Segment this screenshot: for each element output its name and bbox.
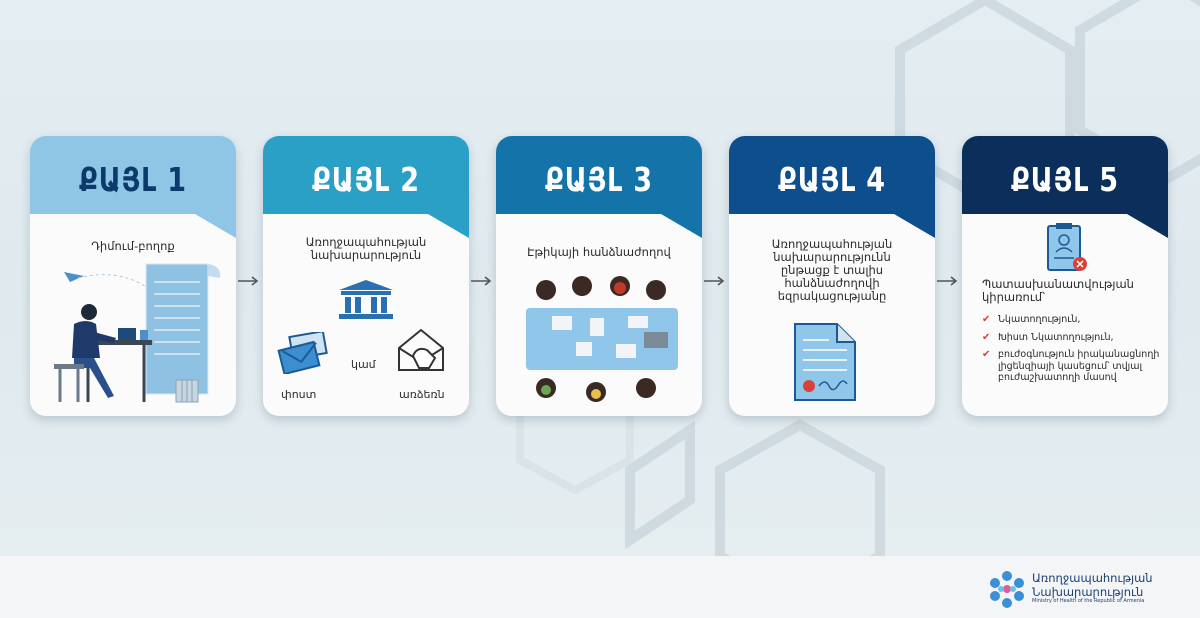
step-card-header: ՔԱՅԼ 5 xyxy=(962,136,1168,248)
ministry-building-icon xyxy=(339,280,393,319)
step-description: Էթիկայի հանձնաժողով xyxy=(527,245,671,259)
step-card-header: ՔԱՅԼ 2 xyxy=(263,136,469,248)
step-card-3: ՔԱՅԼ 3 Էթիկայի հանձնաժողով xyxy=(496,136,702,416)
step-description: Դիմում-բողոք xyxy=(91,239,175,253)
list-item: ✔բուժօգնություն իրականացնողի լիցենզիայի … xyxy=(982,349,1160,383)
check-icon: ✔ xyxy=(982,314,991,325)
signed-document-icon xyxy=(794,323,856,401)
step-card-5: ՔԱՅԼ 5 Պատասխանատվության կիրառում՝ ✔Նկատ… xyxy=(962,136,1168,416)
step-title: ՔԱՅԼ 1 xyxy=(79,160,187,199)
flow-arrow-3 xyxy=(704,276,725,286)
step-description: Առողջապահության նախարարությունն ընթացք է… xyxy=(771,237,893,303)
flow-arrow-4 xyxy=(937,276,958,286)
or-label: կամ xyxy=(351,358,376,371)
sanctions-list: ✔Նկատողություն, ✔Խիստ Նկատողություն, ✔բո… xyxy=(982,314,1162,390)
flow-arrow-1 xyxy=(238,276,259,286)
post-label: փոստ xyxy=(281,388,317,401)
list-item: ✔Նկատողություն, xyxy=(982,314,1081,325)
check-icon: ✔ xyxy=(982,331,991,343)
hand-delivery-icon xyxy=(398,328,444,371)
person-writing-illustration xyxy=(54,263,221,403)
step-card-4: ՔԱՅԼ 4 Առողջապահության նախարարությունն ը… xyxy=(729,136,935,416)
step-card-header: ՔԱՅԼ 4 xyxy=(729,136,935,248)
in-person-label: առձեռն xyxy=(399,388,445,401)
ministry-logo-icon xyxy=(990,571,1024,608)
check-icon: ✔ xyxy=(982,349,991,360)
step-title: ՔԱՅԼ 4 xyxy=(778,160,886,199)
step-description: Առողջապահության նախարարություն xyxy=(305,235,427,262)
step-title: ՔԱՅԼ 3 xyxy=(545,160,653,199)
ministry-subtitle: Ministry of Health of the Republic of Ar… xyxy=(1032,598,1145,604)
ministry-logo: Առողջապահության Նախարարություն Ministry … xyxy=(986,568,1186,610)
list-item: ✔Խիստ Նկատողություն, xyxy=(982,331,1114,343)
step-card-header: ՔԱՅԼ 1 xyxy=(30,136,236,248)
step-card-1: ՔԱՅԼ 1 Դիմում-բողոք xyxy=(30,136,236,416)
step-description: Պատասխանատվության կիրառում՝ xyxy=(982,277,1134,304)
step-card-2: ՔԱՅԼ 2 Առողջապահության նախարարություն կա… xyxy=(263,136,469,416)
ministry-name: Առողջապահության Նախարարություն xyxy=(1032,571,1153,599)
clipboard-rejection-icon xyxy=(1047,223,1087,271)
committee-meeting-illustration xyxy=(526,276,678,402)
flow-arrow-2 xyxy=(471,276,492,286)
step-title: ՔԱՅԼ 2 xyxy=(312,160,420,199)
step-title: ՔԱՅԼ 5 xyxy=(1011,160,1119,199)
envelope-mail-icon xyxy=(277,332,328,374)
step-card-header: ՔԱՅԼ 3 xyxy=(496,136,702,248)
